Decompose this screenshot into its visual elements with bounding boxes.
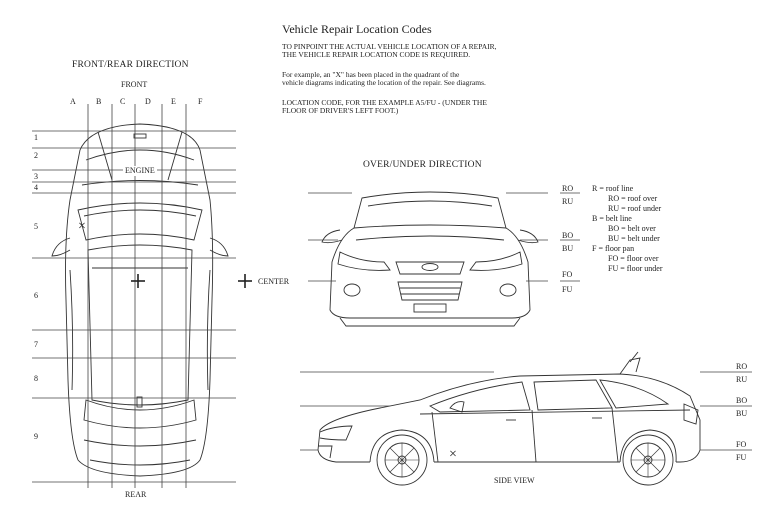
legend-belt-over: BO = belt over xyxy=(608,224,656,233)
grid-row-label: 7 xyxy=(34,340,38,349)
front-code-ru: RU xyxy=(562,197,574,206)
side-code-ro: RO xyxy=(736,362,748,371)
front-view-code-lines xyxy=(308,192,580,282)
grid-column-label: D xyxy=(145,97,151,106)
side-view-car-outline xyxy=(317,351,701,486)
page-title: Vehicle Repair Location Codes xyxy=(282,22,432,36)
code-legend: R = roof line RO = roof over RU = roof u… xyxy=(592,184,663,274)
grid-column-label: A xyxy=(70,97,76,106)
front-code-bu: BU xyxy=(562,244,574,253)
side-code-bo: BO xyxy=(736,396,748,405)
grid-row-label: 4 xyxy=(34,183,38,192)
legend-floor-pan: F = floor pan xyxy=(592,244,635,253)
intro-line-2: THE VEHICLE REPAIR LOCATION CODE IS REQU… xyxy=(282,50,471,59)
side-code-ru: RU xyxy=(736,375,748,384)
side-view-code-lines xyxy=(300,371,752,451)
legend-roof-under: RU = roof under xyxy=(608,204,662,213)
legend-belt-under: BU = belt under xyxy=(608,234,660,243)
grid-column-label: B xyxy=(96,97,102,106)
top-view-grid xyxy=(32,104,236,488)
example-line-2: vehicle diagrams indicating the location… xyxy=(282,78,486,87)
grid-row-label: 9 xyxy=(34,432,38,441)
grid-row-label: 8 xyxy=(34,374,38,383)
front-code-bo: BO xyxy=(562,231,574,240)
front-code-ro: RO xyxy=(562,184,574,193)
side-code-fo: FO xyxy=(736,440,747,449)
front-rear-direction-title: FRONT/REAR DIRECTION xyxy=(72,60,189,70)
front-label: FRONT xyxy=(121,80,148,89)
grid-column-label: E xyxy=(171,97,176,106)
engine-label: ENGINE xyxy=(123,166,157,176)
front-view-car-outline xyxy=(321,191,539,327)
center-label: CENTER xyxy=(258,277,290,286)
legend-floor-over: FO = floor over xyxy=(608,254,659,263)
grid-row-label: 3 xyxy=(34,172,38,181)
repair-x-marker-side: × xyxy=(449,447,457,462)
grid-column-label: C xyxy=(120,97,126,106)
example-line-1: For example, an "X" has been placed in t… xyxy=(282,70,460,79)
legend-roof-line: R = roof line xyxy=(592,184,634,193)
rear-label: REAR xyxy=(125,490,147,499)
grid-row-label: 2 xyxy=(34,151,38,160)
side-code-bu: BU xyxy=(736,409,748,418)
grid-row-label: 6 xyxy=(34,291,38,300)
over-under-direction-title: OVER/UNDER DIRECTION xyxy=(363,160,482,170)
center-cross-marks xyxy=(131,274,252,288)
front-code-fo: FO xyxy=(562,270,573,279)
grid-column-label: F xyxy=(198,97,203,106)
top-view-car-outline xyxy=(51,123,229,477)
location-code-line-2: FLOOR OF DRIVER'S LEFT FOOT.) xyxy=(282,106,399,115)
intro-line-1: TO PINPOINT THE ACTUAL VEHICLE LOCATION … xyxy=(282,42,497,51)
location-code-line-1: LOCATION CODE, FOR THE EXAMPLE A5/FU - (… xyxy=(282,98,487,107)
side-code-fu: FU xyxy=(736,453,747,462)
grid-row-label: 1 xyxy=(34,133,38,142)
front-code-fu: FU xyxy=(562,285,573,294)
grid-row-label: 5 xyxy=(34,222,38,231)
legend-roof-over: RO = roof over xyxy=(608,194,658,203)
legend-belt-line: B = belt line xyxy=(592,214,632,223)
legend-floor-under: FU = floor under xyxy=(608,264,663,273)
repair-x-marker-top: × xyxy=(78,219,86,234)
side-view-label: SIDE VIEW xyxy=(494,476,535,485)
